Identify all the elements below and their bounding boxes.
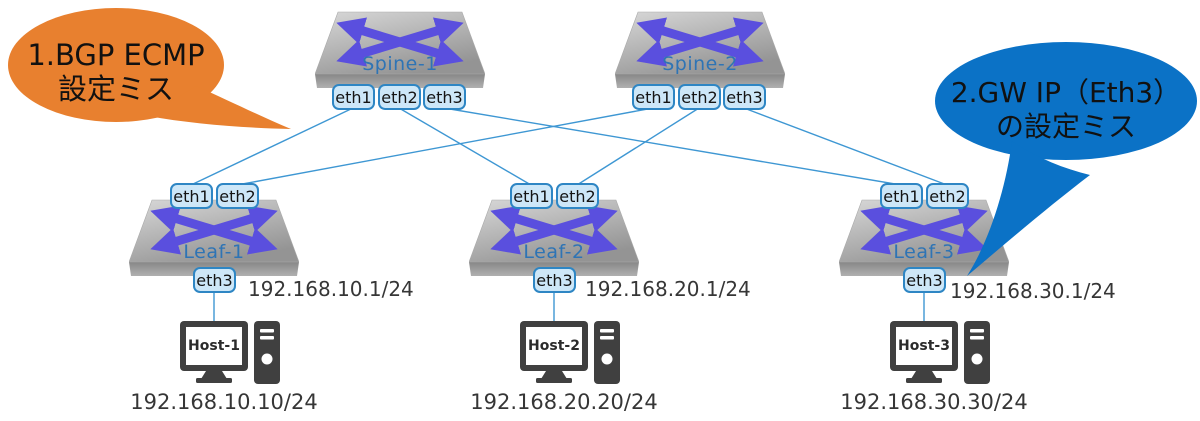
- host-3-ip: 192.168.30.30/24: [840, 390, 1028, 414]
- leaf-1-port-eth2: eth2: [216, 183, 259, 209]
- computer-icon: [520, 321, 620, 384]
- host-2-ip: 192.168.20.20/24: [470, 390, 658, 414]
- callout-bgp-bubble: [8, 8, 291, 129]
- switch-icon: [614, 11, 786, 88]
- link-spine1-leaf1: [190, 107, 354, 186]
- callout-gw-line1: 2.GW IP（Eth3）: [950, 76, 1182, 109]
- spine-1-label: Spine-1: [362, 53, 438, 75]
- link-spine1-leaf2: [398, 107, 532, 186]
- leaf-2-port-eth1: eth1: [510, 183, 553, 209]
- leaf-2-label: Leaf-2: [523, 241, 585, 263]
- leaf-2-port-eth3: eth3: [533, 267, 576, 293]
- callout-bgp-line2: 設定ミス: [57, 72, 174, 106]
- callout-gw-line2: の設定ミス: [995, 110, 1136, 143]
- leaf-3-port-eth2: eth2: [926, 183, 969, 209]
- leaf-3-port-eth1: eth1: [880, 183, 923, 209]
- leaf-1-port-eth1: eth1: [170, 183, 213, 209]
- leaf-1-label: Leaf-1: [183, 241, 245, 263]
- switch-icon: [468, 199, 640, 276]
- callout-gw-bubble: [935, 42, 1197, 276]
- spine-1-port-eth3: eth3: [423, 84, 466, 110]
- host-1-ip: 192.168.10.10/24: [130, 390, 318, 414]
- computer-icon: [180, 321, 280, 384]
- spine-2-switch: Spine-2: [614, 8, 786, 96]
- spine-2-port-eth2: eth2: [678, 84, 721, 110]
- leaf-3-label: Leaf-3: [893, 241, 955, 263]
- spine-1-port-eth1: eth1: [332, 84, 375, 110]
- leaf-2-ip: 192.168.20.1/24: [585, 277, 751, 301]
- spine-2-label: Spine-2: [662, 53, 738, 75]
- host-1: Host-1: [180, 321, 280, 387]
- spine-1-port-eth2: eth2: [378, 84, 421, 110]
- link-spine2-leaf3: [743, 107, 948, 186]
- spine-2-port-eth1: eth1: [632, 84, 675, 110]
- host-3: Host-3: [890, 321, 990, 387]
- callout-bgp-line1: 1.BGP ECMP: [27, 38, 205, 72]
- host-2: Host-2: [520, 321, 620, 387]
- leaf-1-ip: 192.168.10.1/24: [248, 277, 414, 301]
- leaf-2-port-eth2: eth2: [556, 183, 599, 209]
- callout-bgp-text: 1.BGP ECMP 設定ミス: [8, 38, 224, 106]
- spine-1-switch: Spine-1: [314, 8, 486, 96]
- spine-2-port-eth3: eth3: [723, 84, 766, 110]
- host-1-label: Host-1: [188, 338, 240, 354]
- leaf-3-ip: 192.168.30.1/24: [950, 279, 1116, 303]
- computer-icon: [890, 321, 990, 384]
- leaf-3-port-eth3: eth3: [903, 267, 946, 293]
- host-3-label: Host-3: [898, 338, 950, 354]
- host-2-label: Host-2: [528, 338, 580, 354]
- switch-icon: [314, 11, 486, 88]
- leaf-1-port-eth3: eth3: [193, 267, 236, 293]
- callout-gw-text: 2.GW IP（Eth3） の設定ミス: [930, 76, 1200, 144]
- leaf-2-switch: Leaf-2: [468, 196, 640, 284]
- link-spine2-leaf2: [576, 107, 700, 186]
- link-spine1-leaf3: [443, 107, 902, 186]
- link-spine2-leaf1: [236, 107, 654, 186]
